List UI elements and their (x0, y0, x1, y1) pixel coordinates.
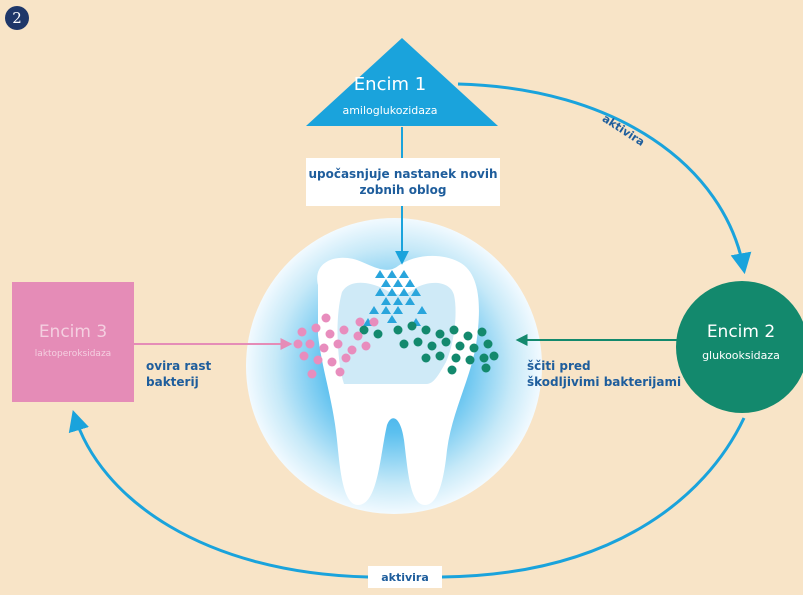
enzyme3-particle (342, 354, 351, 363)
enzyme3-title: Encim 3 (12, 322, 134, 342)
enzyme2-particle (374, 330, 383, 339)
cycle-arrow-top (458, 84, 744, 270)
enzyme3-subtitle: laktoperoksidaza (12, 349, 134, 359)
enzyme3-particle (300, 352, 309, 361)
enzyme2-particle (464, 332, 473, 341)
enzyme2-particle (400, 340, 409, 349)
enzyme2-particle (482, 364, 491, 373)
enzyme1-effect-line2: zobnih oblog (360, 182, 447, 198)
enzyme3-particle (320, 344, 329, 353)
enzyme3-particle (354, 332, 363, 341)
enzyme2-particle (422, 354, 431, 363)
figure-number-badge: 2 (5, 6, 29, 30)
enzyme3-particle (312, 324, 321, 333)
cycle-bottom-label: aktivira (368, 566, 442, 588)
enzyme2-particle (450, 326, 459, 335)
enzyme2-particle (470, 344, 479, 353)
enzyme3-particle (314, 356, 323, 365)
enzyme3-particle (294, 340, 303, 349)
enzyme3-effect-line2: bakterij (146, 374, 211, 390)
enzyme1-effect-label: upočasnjuje nastanek novih zobnih oblog (306, 158, 500, 206)
enzyme3-particle (334, 340, 343, 349)
enzyme2-title: Encim 2 (686, 322, 796, 342)
enzyme3-particle (306, 340, 315, 349)
enzyme3-particle (370, 318, 379, 327)
enzyme2-particle (478, 328, 487, 337)
enzyme2-effect-label: ščiti pred škodljivimi bakterijami (527, 358, 681, 390)
enzyme3-effect-line1: ovira rast (146, 358, 211, 374)
enzyme2-particle (442, 338, 451, 347)
enzyme2-particle (452, 354, 461, 363)
enzyme1-title: Encim 1 (330, 74, 450, 95)
enzyme3-square (12, 282, 134, 402)
enzyme2-circle (676, 281, 803, 413)
enzyme2-particle (456, 342, 465, 351)
enzyme3-particle (336, 368, 345, 377)
enzyme2-particle (394, 326, 403, 335)
enzyme3-particle (348, 346, 357, 355)
enzyme2-particle (408, 322, 417, 331)
enzyme2-particle (436, 330, 445, 339)
enzyme3-particle (328, 358, 337, 367)
enzyme2-particle (414, 338, 423, 347)
enzyme3-particle (356, 318, 365, 327)
enzyme2-particle (480, 354, 489, 363)
enzyme2-particle (490, 352, 499, 361)
enzyme2-particle (484, 340, 493, 349)
enzyme1-effect-line1: upočasnjuje nastanek novih (308, 166, 497, 182)
enzyme3-particle (298, 328, 307, 337)
enzyme3-particle (326, 330, 335, 339)
enzyme3-particle (322, 314, 331, 323)
enzyme2-effect-line1: ščiti pred (527, 358, 681, 374)
enzyme3-particle (362, 342, 371, 351)
enzyme2-particle (428, 342, 437, 351)
enzyme2-particle (448, 366, 457, 375)
enzyme2-particle (466, 356, 475, 365)
enzyme2-subtitle: glukooksidaza (686, 349, 796, 362)
enzyme2-particle (436, 352, 445, 361)
enzyme2-particle (422, 326, 431, 335)
enzyme3-particle (308, 370, 317, 379)
enzyme2-effect-line2: škodljivimi bakterijami (527, 374, 681, 390)
enzyme3-particle (340, 326, 349, 335)
enzyme1-subtitle: amiloglukozidaza (325, 104, 455, 117)
enzyme3-effect-label: ovira rast bakterij (146, 358, 211, 390)
